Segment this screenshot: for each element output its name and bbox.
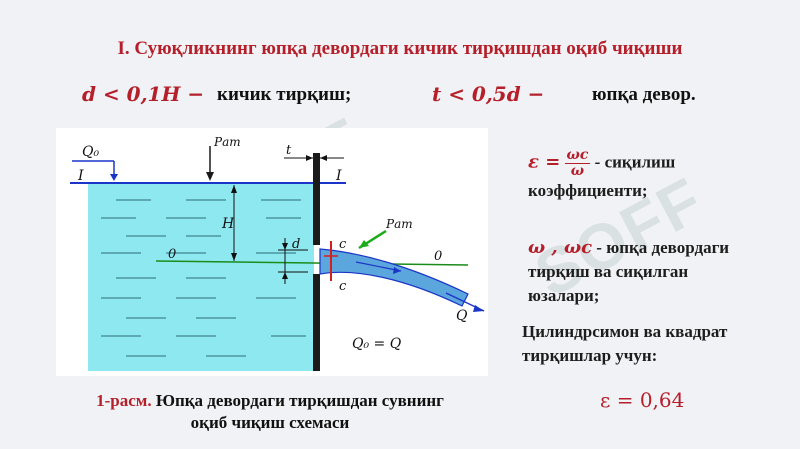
caption-line2: оқиб чиқиш схемаси bbox=[190, 413, 350, 432]
eps-denominator: ω bbox=[570, 163, 585, 179]
condition-2-math: t < 0,5d − bbox=[432, 82, 545, 106]
wall-lower bbox=[313, 274, 320, 371]
cylindrical-line2: тирқишлар учун: bbox=[522, 346, 658, 365]
label-i-right: I bbox=[335, 168, 342, 184]
eps-symbol: ε = bbox=[528, 151, 561, 173]
label-h: H bbox=[221, 216, 235, 232]
label-q0: Q₀ bbox=[82, 144, 99, 160]
label-zero-left: 0 bbox=[168, 247, 176, 262]
condition-1-math: d < 0,1H − bbox=[82, 82, 205, 106]
omega-symbols: ω , ωc bbox=[528, 237, 593, 258]
cylindrical-line1: Цилиндрсимон ва квадрат bbox=[522, 322, 728, 341]
label-i-left: I bbox=[77, 168, 84, 184]
label-flow-eq: Q₀ = Q bbox=[352, 336, 402, 352]
cylindrical-note: Цилиндрсимон ва квадрат тирқишлар учун: bbox=[522, 320, 792, 368]
omega-desc-3: юзалари; bbox=[528, 286, 600, 305]
label-patm-top: Pат bbox=[213, 135, 241, 149]
eps-definition: ε = ωc ω - сиқилиш коэффициенти; bbox=[528, 148, 788, 203]
wall-upper bbox=[313, 153, 320, 245]
caption-prefix: 1-расм. bbox=[96, 391, 152, 410]
eps-numerator: ωc bbox=[564, 147, 591, 164]
eps-desc-1: - сиқилиш bbox=[594, 152, 676, 172]
caption-line1: Юпқа девордаги тирқишдан сувнинг bbox=[155, 391, 444, 410]
omega-desc-1: - юпқа девордаги bbox=[596, 238, 730, 257]
condition-2-text: юпқа девор. bbox=[592, 84, 696, 105]
page-title: I. Суюқликнинг юпқа девордаги кичик тирқ… bbox=[117, 38, 683, 59]
eps-fraction: ωc ω bbox=[564, 147, 591, 179]
water-hatch bbox=[101, 199, 306, 357]
label-t: t bbox=[286, 143, 292, 158]
label-patm-jet: Pат bbox=[385, 217, 413, 231]
omega-desc-2: тирқиш ва сиқилган bbox=[528, 262, 689, 281]
condition-1-text: кичик тирқиш; bbox=[217, 84, 352, 105]
water-jet bbox=[319, 248, 469, 307]
eps-desc-2: коэффициенти; bbox=[528, 181, 648, 200]
label-zero-right: 0 bbox=[434, 249, 442, 264]
eps-value: ε = 0,64 bbox=[600, 388, 685, 412]
label-q: Q bbox=[456, 308, 468, 324]
orifice-diagram: Q₀ Pат t I I H d 0 0 c c Pат Q Q₀ = Q bbox=[56, 128, 488, 376]
label-d: d bbox=[292, 237, 300, 252]
label-c-bottom: c bbox=[339, 279, 347, 294]
label-c-top: c bbox=[339, 237, 347, 252]
axis-0-0 bbox=[155, 260, 469, 266]
figure-caption: 1-расм. Юпқа девордаги тирқишдан сувнинг… bbox=[40, 390, 500, 434]
omega-definition: ω , ωc - юпқа девордаги тирқиш ва сиқилг… bbox=[528, 236, 793, 308]
water-body bbox=[88, 183, 314, 371]
